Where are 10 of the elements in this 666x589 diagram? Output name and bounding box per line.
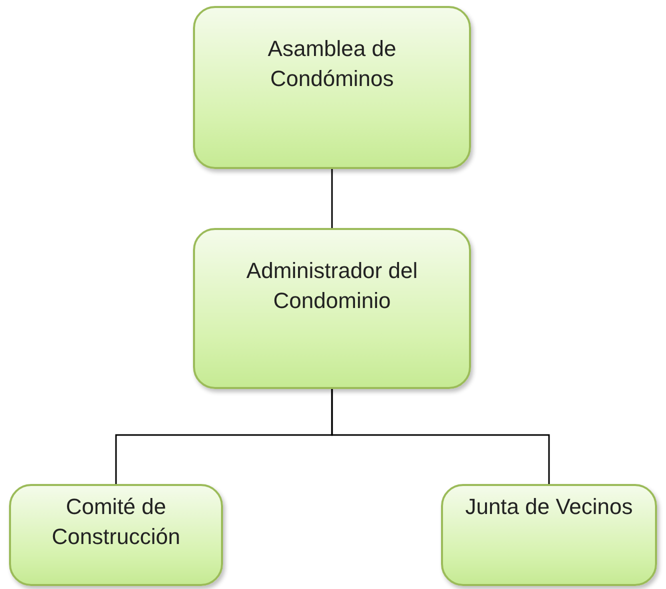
org-box [441, 484, 657, 586]
box-label: Junta de Vecinos [465, 493, 633, 521]
org-box [9, 484, 223, 586]
org-box [193, 6, 471, 169]
connector-line [331, 389, 550, 484]
box-label: Administrador del Condominio [245, 257, 419, 315]
org-box [193, 228, 471, 389]
box-label: Asamblea de Condóminos [266, 35, 398, 93]
connector-line [331, 169, 333, 228]
box-label: Comité de Construcción [50, 493, 182, 551]
